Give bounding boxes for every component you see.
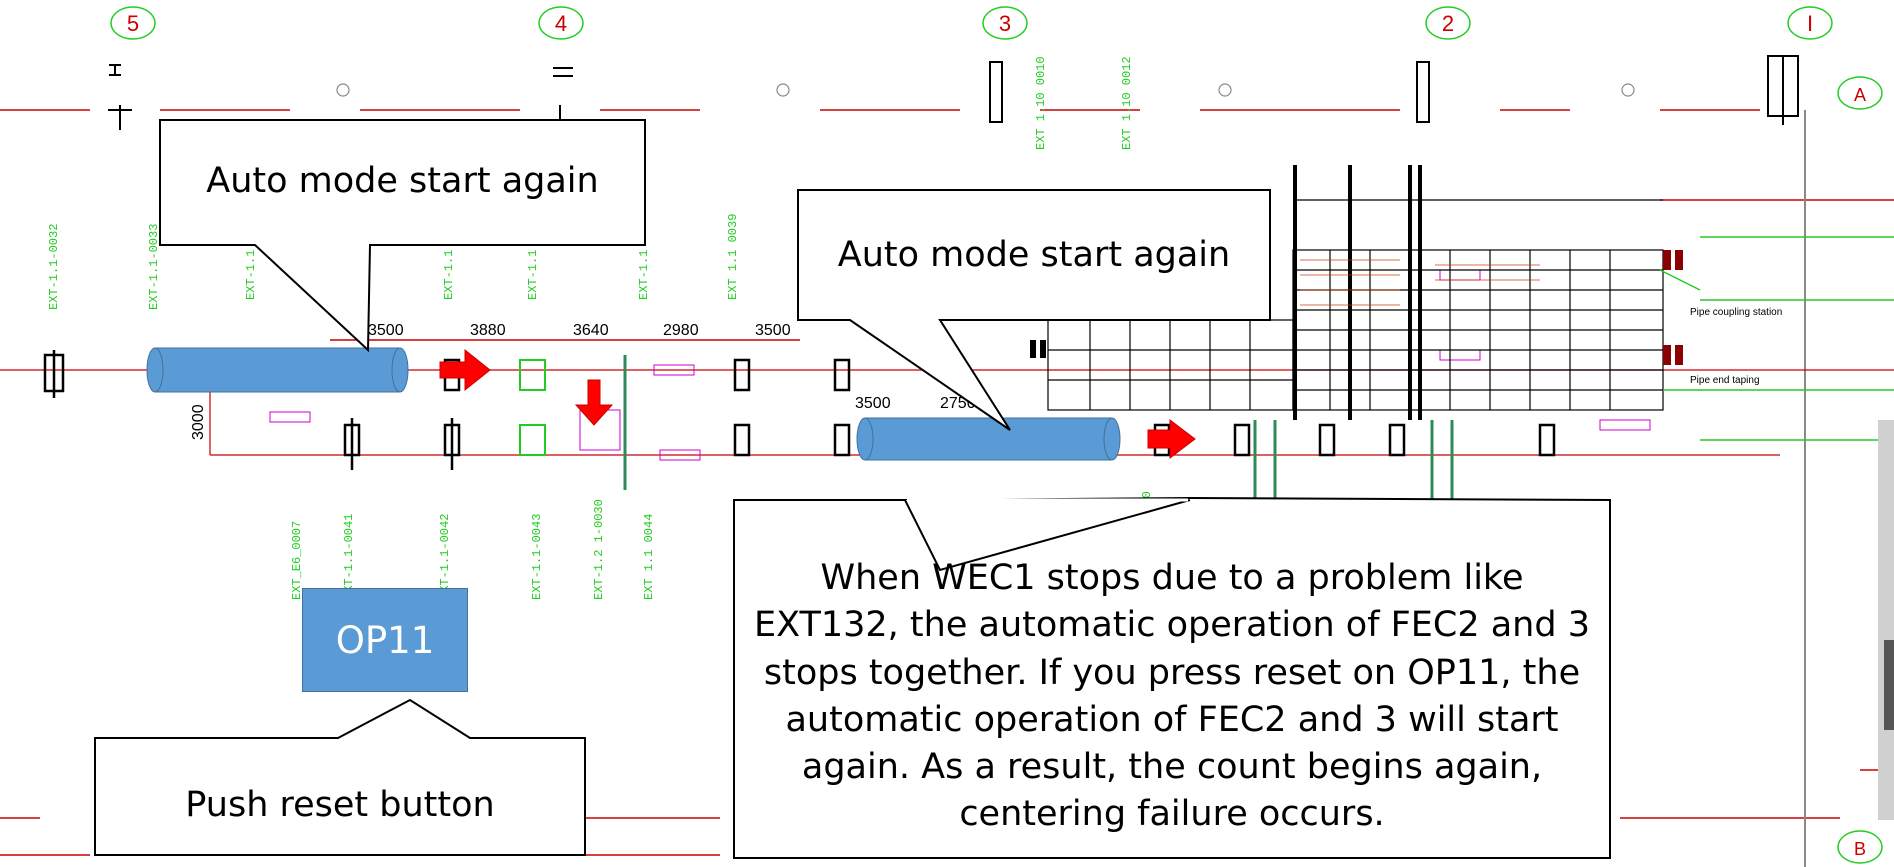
- grid-bubble-2: 2: [1425, 6, 1471, 40]
- op11-label: OP11: [335, 618, 435, 662]
- grid-bubble-B-label: B: [1854, 839, 1866, 859]
- machine-red-lines: [1300, 259, 1540, 306]
- station-label: Pipe end taping: [1690, 375, 1760, 386]
- grid-lines: [0, 109, 1894, 856]
- grid-bubble-A-label: A: [1854, 85, 1866, 105]
- blocks: [1030, 250, 1683, 365]
- svg-text:EXT_E6_0007: EXT_E6_0007: [290, 521, 304, 600]
- grid-bubble-3-label: 3: [999, 11, 1011, 36]
- dim-label: 3000: [190, 404, 207, 440]
- svg-text:EXT-1.1: EXT-1.1: [442, 250, 456, 300]
- dim-label: 3500: [368, 322, 404, 339]
- svg-text:EXT-1.1-0032: EXT-1.1-0032: [47, 224, 61, 310]
- grid-bubble-5-label: 5: [127, 11, 139, 36]
- grid-bubble-B: B: [1837, 830, 1883, 864]
- grid-bubble-A: A: [1837, 76, 1883, 110]
- svg-text:EXT-1.1-0041: EXT-1.1-0041: [342, 514, 356, 600]
- column-circles: [336, 83, 1635, 97]
- dim-label: 3880: [470, 322, 506, 339]
- svg-text:EXT-1.2 1-0030: EXT-1.2 1-0030: [592, 499, 606, 600]
- arrow-down-icon: [574, 379, 614, 426]
- op11-button[interactable]: OP11: [302, 588, 468, 692]
- photo-edge: [1878, 420, 1894, 820]
- grid-bubble-1-label: I: [1807, 11, 1813, 36]
- station-label: Pipe coupling station: [1690, 307, 1782, 318]
- conveyor-right: [856, 417, 1121, 461]
- svg-text:EXT 1.10 0010: EXT 1.10 0010: [1034, 56, 1048, 150]
- svg-text:EXT 1.1 0044: EXT 1.1 0044: [642, 514, 656, 600]
- svg-text:EXT 1.10 0012: EXT 1.10 0012: [1120, 56, 1134, 150]
- svg-text:EXT-1.1-0042: EXT-1.1-0042: [438, 514, 452, 600]
- push-reset-callout: Push reset button: [185, 785, 495, 825]
- callout-shape: [797, 189, 1271, 431]
- machine-grid: [1047, 199, 1664, 411]
- grid-column-markers: 5 4 3 2 I A B: [110, 6, 1883, 864]
- machine-symbols: [43, 350, 1556, 510]
- column-markers: [108, 55, 1806, 867]
- grid-bubble-1: I: [1787, 6, 1833, 40]
- grid-bubble-2-label: 2: [1442, 11, 1454, 36]
- equipment-frame: [519, 359, 546, 391]
- dim-label: 2980: [663, 322, 699, 339]
- svg-text:EXT 1.1 0039: EXT 1.1 0039: [726, 214, 740, 300]
- svg-text:EXT-1.1: EXT-1.1: [244, 250, 258, 300]
- photo-edge: [1884, 640, 1894, 730]
- explanation-callout: When WEC1 stops due to a problem like EX…: [754, 558, 1590, 835]
- svg-text:EXT-1.1-0033: EXT-1.1-0033: [147, 224, 161, 310]
- grid-bubble-4: 4: [538, 6, 584, 40]
- dimension-labels: 3500 3880 3640 2980 3500 3500 2750 3000: [190, 322, 976, 440]
- dim-label: 3500: [755, 322, 791, 339]
- arrow-right-icon: [1147, 418, 1196, 460]
- station-labels: Pipe coupling station Pipe end taping: [1690, 307, 1782, 386]
- callout-shape: [94, 698, 586, 856]
- dim-label: 3640: [573, 322, 609, 339]
- svg-text:EXT-1.1: EXT-1.1: [637, 250, 651, 300]
- outline-line: [1659, 269, 1701, 291]
- grid-bubble-4-label: 4: [555, 11, 567, 36]
- callout-pointer: [904, 499, 1191, 572]
- conveyor-left: [146, 347, 409, 393]
- arrow-right-icon: [439, 348, 491, 392]
- auto-mode-callout-right: Auto mode start again: [837, 235, 1231, 275]
- machine-columns: [1293, 165, 1422, 420]
- equipment-frame: [519, 424, 546, 456]
- callout-shape: [159, 119, 646, 353]
- dim-label: 3500: [855, 395, 891, 412]
- auto-mode-callout-left: Auto mode start again: [206, 161, 599, 201]
- grid-bubble-5: 5: [110, 6, 156, 40]
- grid-bubble-3: 3: [982, 6, 1028, 40]
- svg-text:EXT-1.1: EXT-1.1: [526, 250, 540, 300]
- svg-text:EXT-1.1-0043: EXT-1.1-0043: [530, 514, 544, 600]
